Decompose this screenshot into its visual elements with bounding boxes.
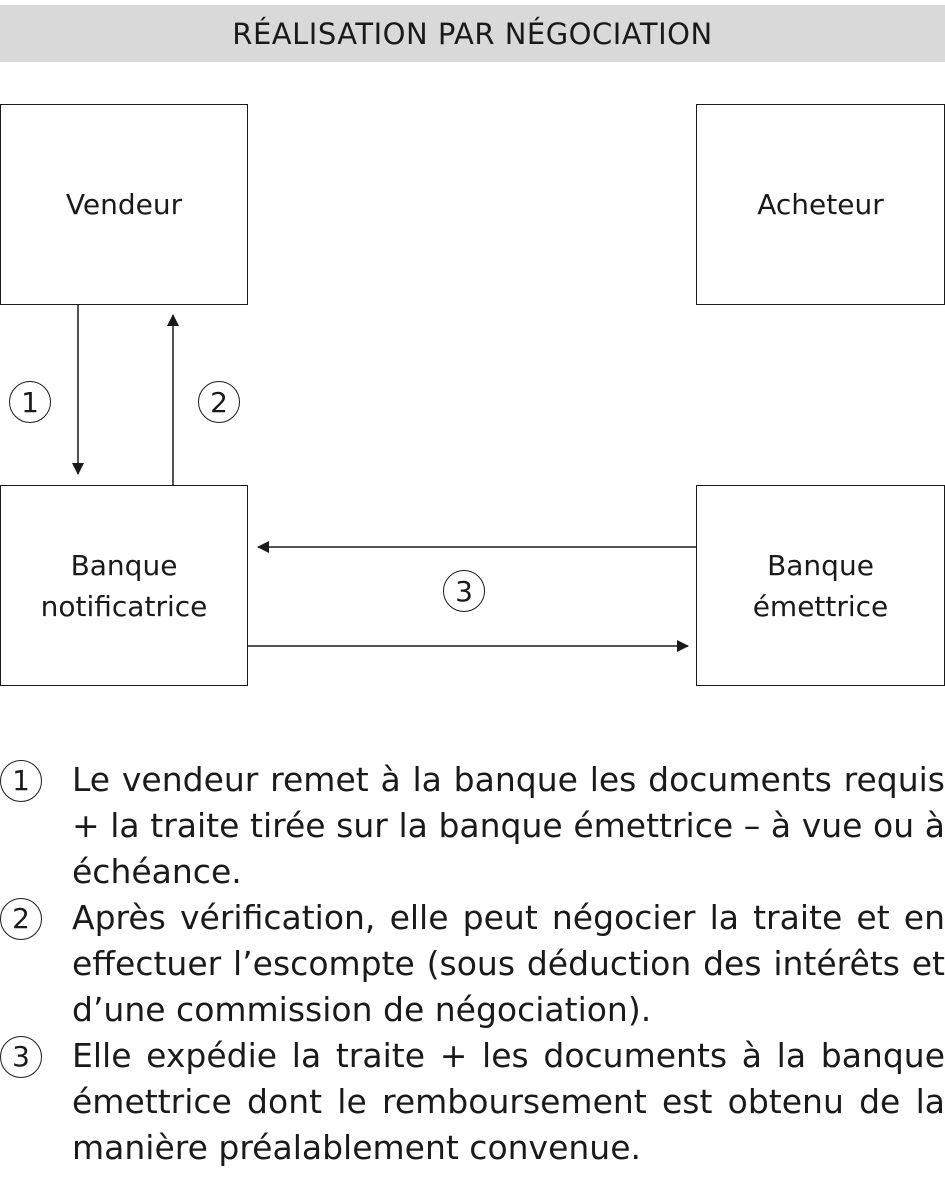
step-marker-3: 3 xyxy=(443,570,485,612)
legend-item: 2 Après vérification, elle peut négocier… xyxy=(0,895,945,1033)
node-banque-notificatrice: Banque notificatrice xyxy=(0,485,248,686)
node-acheteur: Acheteur xyxy=(696,104,945,305)
step-marker-1: 1 xyxy=(9,381,51,423)
legend-text: Elle expédie la traite + les documents à… xyxy=(72,1036,945,1167)
node-vendeur: Vendeur xyxy=(0,104,248,305)
legend-item: 1 Le vendeur remet à la banque les docum… xyxy=(0,757,945,895)
node-banque-emettrice: Banque émettrice xyxy=(696,485,945,686)
legend: 1 Le vendeur remet à la banque les docum… xyxy=(0,757,945,1171)
legend-number: 2 xyxy=(0,898,42,940)
legend-text: Le vendeur remet à la banque les documen… xyxy=(72,760,945,891)
legend-item: 3 Elle expédie la traite + les documents… xyxy=(0,1033,945,1171)
legend-number: 3 xyxy=(0,1036,42,1078)
step-marker-2: 2 xyxy=(198,381,240,423)
diagram-title: RÉALISATION PAR NÉGOCIATION xyxy=(0,5,945,62)
legend-number: 1 xyxy=(0,760,42,802)
legend-text: Après vérification, elle peut négocier l… xyxy=(72,898,945,1029)
